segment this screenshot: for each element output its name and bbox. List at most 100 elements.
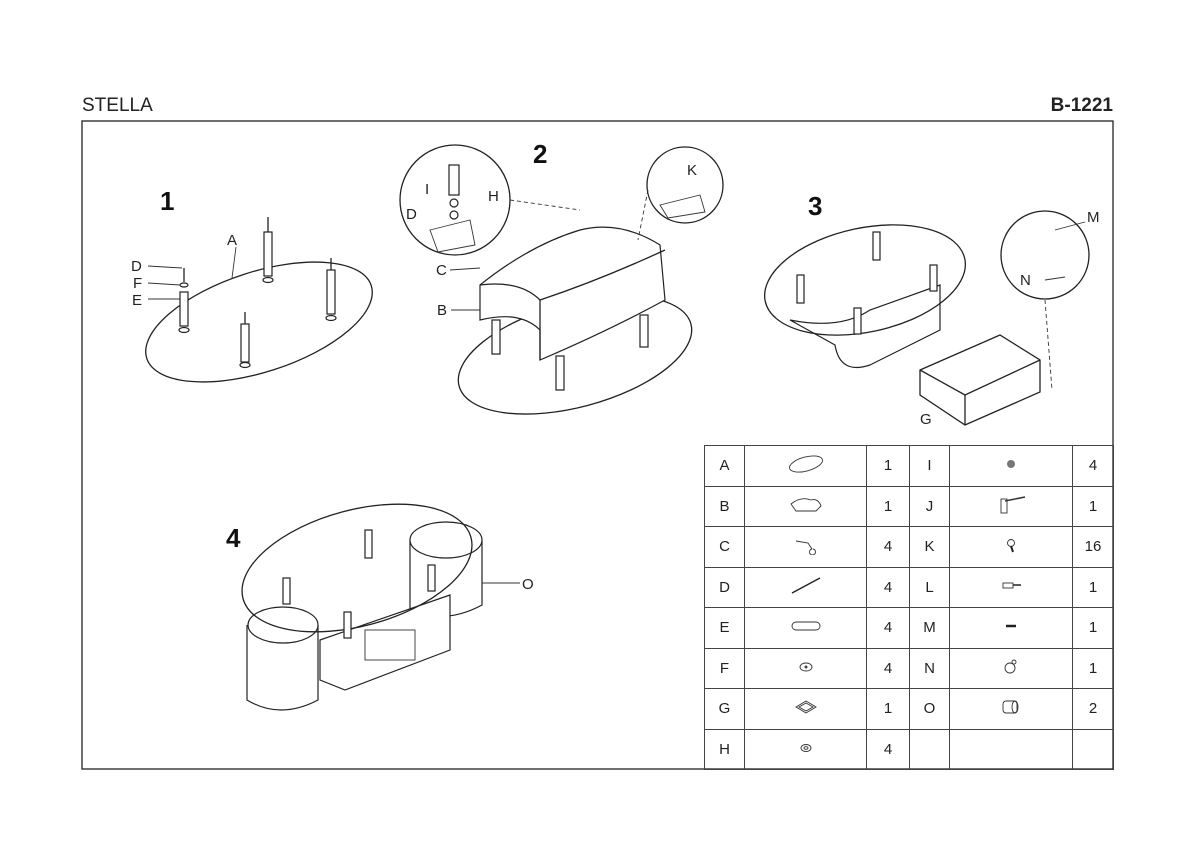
label-n: N — [1020, 272, 1031, 289]
detail-magnifier — [646, 146, 724, 224]
frame-b — [319, 594, 451, 691]
part-letter: M — [909, 607, 950, 649]
part-image — [744, 607, 867, 649]
part-quantity: 1 — [866, 688, 910, 730]
label-k: K — [687, 162, 697, 179]
part-image — [949, 566, 1073, 608]
label-m: M — [1087, 209, 1100, 226]
frame-b — [789, 284, 941, 369]
part-letter: A — [704, 445, 745, 487]
step-1: 1 D F E A — [131, 186, 373, 383]
washer-icon — [800, 744, 811, 753]
label-f: F — [133, 275, 142, 292]
drawer-g — [919, 334, 1041, 426]
part-image — [949, 647, 1073, 689]
step-2: 2 I H D K C B — [399, 139, 724, 415]
oval-glass-top-icon — [788, 455, 823, 473]
product-code: B-1221 — [1050, 95, 1113, 116]
pin-icon — [1006, 624, 1016, 627]
part-letter: N — [909, 647, 950, 689]
stool-o — [246, 625, 319, 711]
part-letter: K — [909, 526, 950, 568]
nut-icon — [1007, 459, 1015, 468]
part-letter: L — [909, 566, 950, 608]
empty-cell — [909, 728, 950, 770]
label-b: B — [437, 302, 447, 319]
part-image — [744, 526, 867, 568]
part-quantity: 4 — [866, 647, 910, 689]
label-e: E — [132, 292, 142, 309]
step-3: 3 M N G — [763, 191, 1100, 428]
part-letter: F — [704, 647, 745, 689]
part-letter: C — [704, 526, 745, 568]
part-quantity: 1 — [866, 445, 910, 487]
part-letter: I — [909, 445, 950, 487]
part-quantity: 16 — [1072, 526, 1114, 568]
part-image — [744, 566, 867, 608]
label-d: D — [406, 206, 417, 223]
part-letter: H — [704, 728, 745, 770]
part-quantity: 4 — [866, 728, 910, 770]
page-frame — [81, 120, 1114, 770]
table-frame-icon — [789, 498, 822, 512]
part-letter: G — [704, 688, 745, 730]
step-4: 4 O — [226, 503, 534, 711]
glass-top-a — [763, 224, 967, 336]
knob-icon — [1004, 659, 1017, 674]
label-h: H — [488, 188, 499, 205]
part-image — [744, 445, 867, 487]
part-image — [949, 688, 1073, 730]
detail-magnifier — [1000, 210, 1090, 300]
part-image — [744, 485, 867, 527]
part-image — [949, 526, 1073, 568]
leg-tube-icon — [791, 621, 820, 631]
part-quantity: 4 — [1072, 445, 1114, 487]
step-number: 4 — [226, 523, 241, 553]
part-image — [949, 445, 1073, 487]
part-image — [949, 607, 1073, 649]
stool-icon — [1002, 700, 1019, 714]
part-quantity: 4 — [866, 526, 910, 568]
label-a: A — [227, 232, 237, 249]
label-c: C — [436, 262, 447, 279]
glass-top-a — [145, 261, 373, 383]
part-quantity: 1 — [1072, 485, 1114, 527]
part-image — [744, 728, 867, 770]
bracket-icon — [795, 540, 816, 556]
screw-icon — [1007, 538, 1015, 553]
part-quantity: 2 — [1072, 688, 1114, 730]
frame-b — [479, 226, 666, 361]
step-number: 3 — [808, 191, 822, 221]
label-o: O — [522, 576, 534, 593]
part-quantity: 4 — [866, 607, 910, 649]
label-d: D — [131, 258, 142, 275]
label-i: I — [425, 181, 429, 198]
washer-cup-icon — [799, 662, 812, 672]
allen-key-icon — [1000, 496, 1026, 514]
step-number: 1 — [160, 186, 174, 216]
part-letter: D — [704, 566, 745, 608]
part-image — [744, 647, 867, 689]
part-quantity: 1 — [866, 485, 910, 527]
label-g: G — [920, 411, 932, 428]
part-letter: B — [704, 485, 745, 527]
part-image — [949, 485, 1073, 527]
bolt-icon — [1002, 582, 1021, 589]
part-letter: J — [909, 485, 950, 527]
part-quantity: 1 — [1072, 566, 1114, 608]
product-name: STELLA — [82, 95, 153, 116]
part-quantity: 1 — [1072, 647, 1114, 689]
empty-cell — [949, 728, 1073, 770]
empty-cell — [1072, 728, 1114, 770]
step-number: 2 — [533, 139, 547, 169]
glass-top-a — [241, 503, 473, 633]
